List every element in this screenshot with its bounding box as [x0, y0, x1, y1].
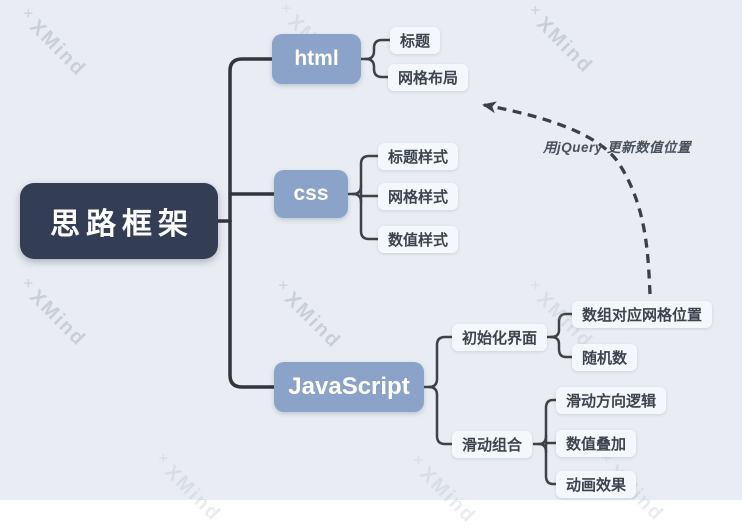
xmind-watermark: ✕XMind: [527, 3, 598, 78]
leaf-node-grid-style[interactable]: 网格样式: [378, 183, 459, 210]
root-node[interactable]: 思路框架: [20, 183, 218, 259]
branch-node-javascript[interactable]: JavaScript: [274, 362, 424, 412]
leaf-node-value-stacking[interactable]: 数值叠加: [556, 430, 637, 457]
node-slide-combination[interactable]: 滑动组合: [452, 431, 533, 458]
leaf-node-array-grid-position[interactable]: 数组对应网格位置: [572, 301, 713, 328]
leaf-node-animation-effect[interactable]: 动画效果: [556, 471, 637, 498]
leaf-node-title[interactable]: 标题: [390, 27, 441, 54]
xmind-watermark: ✕XMind: [20, 6, 91, 81]
leaf-node-grid-layout[interactable]: 网格布局: [388, 64, 469, 91]
leaf-node-random-number[interactable]: 随机数: [572, 344, 638, 371]
branch-connectors: [346, 38, 574, 486]
relationship-arrow: [482, 101, 652, 295]
xmind-watermark: ✕XMind: [20, 276, 91, 351]
xmind-watermark: ✕XMind: [275, 278, 346, 353]
branch-node-html[interactable]: html: [272, 34, 361, 84]
trunk-connectors: [216, 57, 276, 389]
leaf-node-slide-direction-logic[interactable]: 滑动方向逻辑: [556, 387, 667, 414]
relationship-label[interactable]: 用jQuery 更新数值位置: [543, 140, 692, 155]
branch-node-css[interactable]: css: [274, 170, 348, 218]
xmind-watermark: ✕XMind: [155, 451, 226, 526]
node-init-interface[interactable]: 初始化界面: [452, 324, 548, 351]
xmind-watermark: ✕XMind: [410, 453, 481, 528]
leaf-node-value-style[interactable]: 数值样式: [378, 226, 459, 253]
leaf-node-title-style[interactable]: 标题样式: [378, 143, 459, 170]
